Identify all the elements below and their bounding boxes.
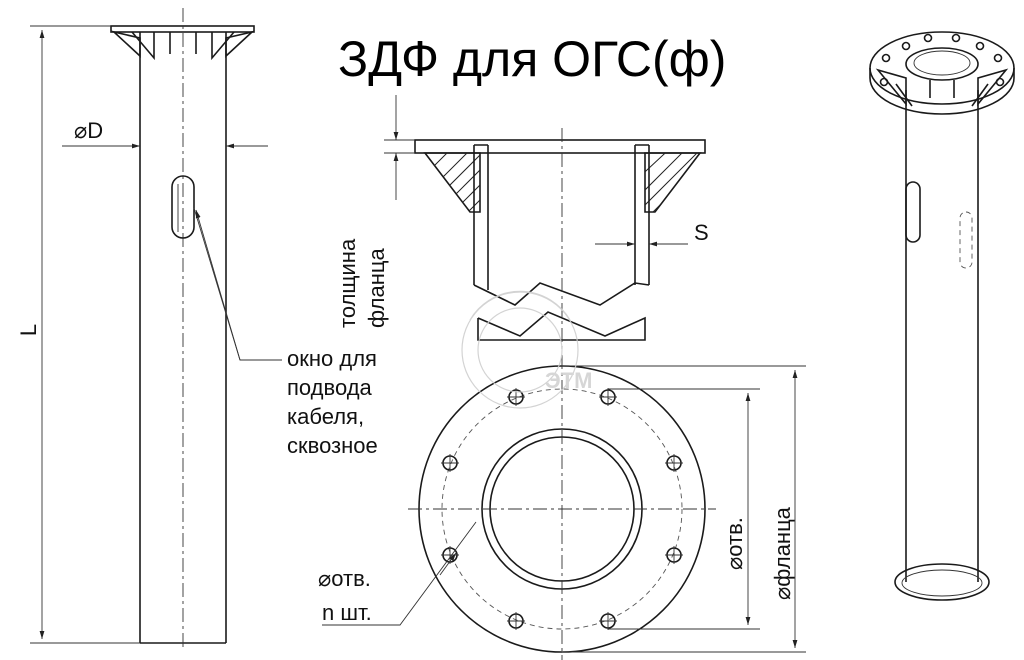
- wall-s-label: S: [694, 220, 709, 245]
- flange-diameter-label: ⌀фланца: [770, 506, 795, 600]
- watermark-text: ЭТМ: [545, 368, 592, 393]
- hole-circle-diameter-label: ⌀отв.: [722, 517, 747, 570]
- flange-plan-view: [322, 355, 806, 660]
- pipe-side-view: [30, 8, 282, 648]
- window-label-2: подвода: [287, 375, 373, 400]
- window-label-1: окно для: [287, 346, 377, 371]
- length-label: L: [16, 324, 41, 336]
- diameter-d-label: ⌀D: [74, 118, 103, 143]
- flange-thickness-label-2: фланца: [364, 248, 389, 328]
- isometric-bolt-holes: [879, 33, 1005, 87]
- window-label-4: сквозное: [287, 433, 378, 458]
- watermark-logo: ЭТМ: [461, 290, 592, 409]
- hole-diameter-label: ⌀отв.: [318, 566, 371, 591]
- pipe-isometric-view: [869, 31, 1015, 601]
- flange-section-view: [384, 95, 706, 350]
- bolt-holes: [441, 388, 683, 630]
- flange-thickness-label-1: толщина: [335, 238, 360, 328]
- diagram-title: ЗДФ для ОГС(ф): [338, 31, 726, 87]
- window-label-3: кабеля,: [287, 404, 364, 429]
- hole-count-label: n шт.: [322, 600, 372, 625]
